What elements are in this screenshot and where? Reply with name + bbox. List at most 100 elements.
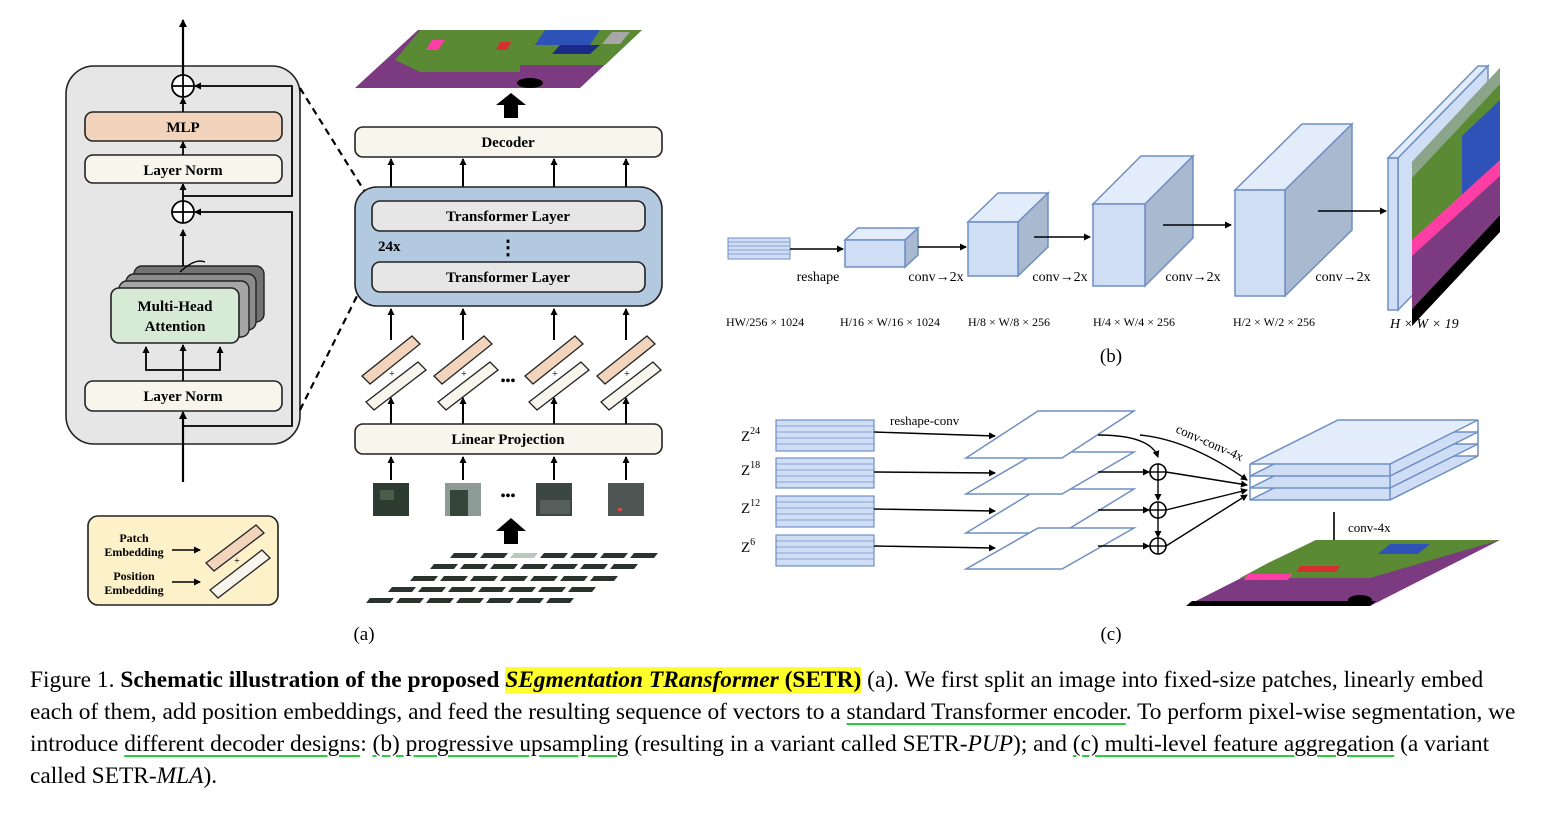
- patches-to-projection-arrows: [387, 456, 630, 480]
- caption-highlight: SEgmentation TRansformer: [505, 667, 779, 693]
- panel-b: reshape conv→2x conv→2x conv→2x: [726, 64, 1500, 367]
- mla-feature-planes: [963, 410, 1137, 570]
- svg-text:+: +: [461, 369, 467, 380]
- legend-patch-line2: Embedding: [104, 545, 163, 559]
- caption-text-1: (a). We first split an image into fixed-…: [30, 667, 1484, 725]
- mla-output-stack: [1249, 419, 1479, 501]
- caption-pup: PUP: [967, 731, 1014, 757]
- stack-to-decoder-arrows: [387, 158, 630, 187]
- svg-text:+: +: [552, 369, 558, 380]
- caption-underline-mla: (c) multi-level feature aggregation: [1072, 731, 1395, 757]
- output-segmentation-map-c: [1186, 540, 1500, 606]
- linear-projection-label: Linear Projection: [451, 432, 565, 448]
- legend-position-line1: Position: [113, 569, 155, 583]
- feature-cube-2: [966, 191, 1050, 278]
- z18-sup: 18: [750, 460, 760, 471]
- pup-dim-2: H/16 × W/16 × 1024: [840, 315, 940, 329]
- svg-text:+: +: [234, 556, 240, 567]
- mla-plane-arrows: [1097, 434, 1162, 550]
- sequence-features: [727, 237, 791, 260]
- zoom-line-bottom: [299, 289, 361, 411]
- legend-position-line2: Embedding: [104, 583, 163, 597]
- caption-underline-pup: (b) progressive upsampling: [372, 731, 629, 757]
- transformer-layer-top-box: [371, 200, 646, 232]
- z24-base: Z: [741, 429, 750, 445]
- linear-projection-box: [354, 423, 663, 455]
- decoder-box: [354, 126, 663, 158]
- repeat-count: 24x: [378, 239, 401, 255]
- z12-sup: 12: [750, 498, 760, 509]
- caption-underline-decoders: different decoder designs: [124, 731, 361, 757]
- caption-text-2: . To perform pixel-wise segmentation, we…: [30, 699, 1516, 757]
- token-3: +: [524, 335, 590, 411]
- input-block-arrow: [496, 518, 526, 544]
- feature-cube-4: [1233, 122, 1354, 298]
- multi-head-attention-box: [110, 287, 240, 344]
- output-segmentation-map-a: [355, 30, 642, 88]
- token-1: +: [361, 335, 427, 411]
- transformer-layer-bottom-label: Transformer Layer: [446, 270, 570, 286]
- mla-input-stacks: [775, 419, 875, 567]
- zoom-line-top: [299, 87, 371, 201]
- output-block-arrow: [496, 93, 526, 118]
- feature-cube-3: [1091, 154, 1195, 288]
- panel-c-label: (c): [1100, 624, 1121, 645]
- mla-input-arrows: [873, 431, 996, 552]
- svg-text:Z18: Z18: [741, 460, 760, 479]
- legend-position-embedding-bar: [209, 549, 271, 599]
- legend-patch-line1: Patch: [119, 531, 149, 545]
- panel-a-label: (a): [353, 624, 374, 645]
- layer-norm-bottom-label: Layer Norm: [143, 389, 223, 405]
- decoder-label: Decoder: [481, 135, 535, 151]
- pup-dim-4: H/4 × W/4 × 256: [1093, 315, 1175, 329]
- token-2: +: [433, 335, 499, 411]
- mha-label-line2: Attention: [145, 319, 206, 335]
- mla-input-stack-lines: [776, 425, 874, 560]
- panel-b-label: (b): [1100, 346, 1122, 367]
- conv-4x-label: conv-4x: [1348, 520, 1391, 535]
- pup-output-map: [1386, 64, 1500, 326]
- transformer-encoder-block: Layer Norm Multi-Head Attention Layer No…: [65, 19, 301, 482]
- embedding-legend: Patch Embedding Position Embedding +: [87, 515, 279, 606]
- caption-prefix: Figure 1.: [30, 667, 121, 693]
- z18-base: Z: [741, 463, 750, 479]
- pup-dim-6: H × W × 19: [1389, 317, 1459, 332]
- mla-input-labels: Z24 Z18 Z12 Z6: [741, 426, 760, 556]
- patch-ellipsis: •••: [501, 489, 516, 504]
- caption-text-7: ).: [203, 763, 218, 789]
- patch-4: [608, 483, 644, 516]
- svg-text:Z24: Z24: [741, 426, 760, 445]
- pup-arrow-label-3: conv→2x: [1032, 270, 1087, 285]
- panel-a: Layer Norm Multi-Head Attention Layer No…: [65, 19, 663, 645]
- transformer-layer-bottom-box: [371, 261, 646, 293]
- token-ellipsis: •••: [501, 374, 516, 389]
- svg-text:Z12: Z12: [741, 498, 760, 517]
- legend-patch-embedding-bar: [205, 524, 265, 572]
- z6-base: Z: [741, 540, 750, 556]
- caption-text-5: ); and: [1013, 731, 1073, 757]
- caption-text-4: (resulting in a variant called SETR-: [628, 731, 968, 757]
- transformer-layer-top-label: Transformer Layer: [446, 209, 570, 225]
- token-4: +: [596, 335, 662, 411]
- tokens-to-stack-arrows: [387, 308, 630, 340]
- caption-text-3: :: [360, 731, 373, 757]
- z24-sup: 24: [750, 426, 760, 437]
- pup-arrow-label-5: conv→2x: [1315, 270, 1370, 285]
- layer-norm-top-label: Layer Norm: [143, 163, 223, 179]
- z12-base: Z: [741, 501, 750, 517]
- figure-1: Layer Norm Multi-Head Attention Layer No…: [65, 19, 1500, 645]
- mla-sum-plus: [1150, 464, 1166, 554]
- z6-sup: 6: [750, 537, 755, 548]
- figure-caption: Figure 1. Schematic illustration of the …: [30, 664, 1520, 792]
- projection-to-tokens-arrows: [387, 397, 630, 424]
- pup-dim-5: H/2 × W/2 × 256: [1233, 315, 1315, 329]
- caption-bold-setr: (SETR): [778, 667, 862, 693]
- pup-dim-3: H/8 × W/8 × 256: [968, 315, 1050, 329]
- caption-text-6: (a variant called SETR-: [30, 731, 1490, 789]
- mlp-label: MLP: [166, 120, 199, 136]
- pup-arrow-label-1: reshape: [797, 270, 840, 285]
- svg-text:+: +: [624, 369, 630, 380]
- token-embeddings: + + ••• + +: [361, 335, 662, 411]
- vertical-dots: ⋮: [498, 237, 518, 259]
- mla-aggregation-arrows: [1139, 434, 1248, 547]
